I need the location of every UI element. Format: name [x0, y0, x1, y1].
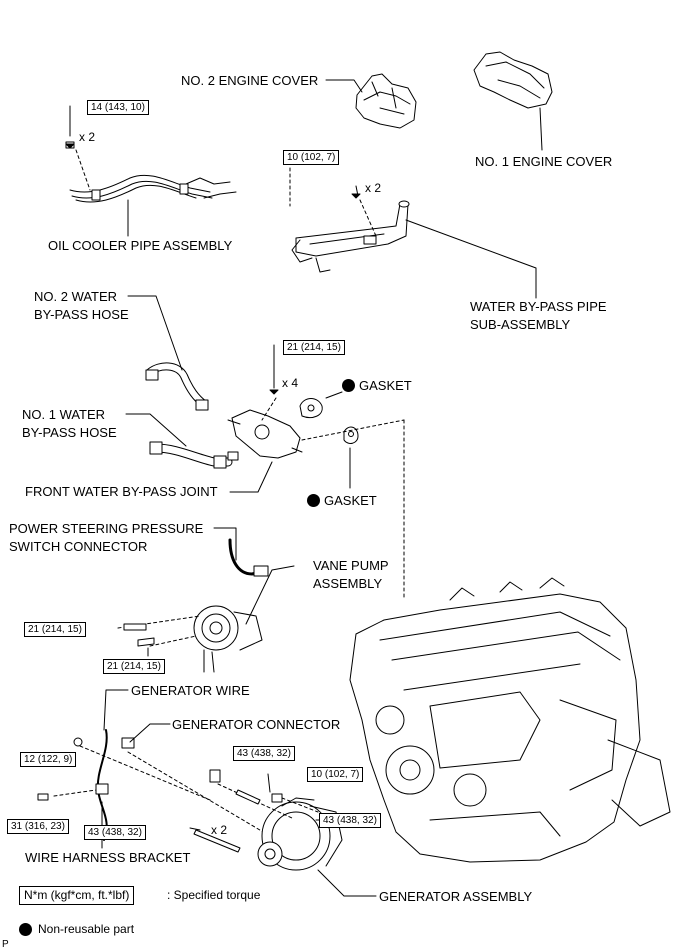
label-no1-engine-cover: NO. 1 ENGINE COVER: [475, 154, 613, 169]
legend-torque-unit: N*m (kgf*cm, ft.*lbf): [19, 886, 135, 905]
qty-bypass-pipe-bolts: x 2: [365, 181, 382, 195]
torque-pump-bolt-lower: 21 (214, 15): [103, 659, 165, 674]
oil-cooler-pipe-drawing: [69, 174, 237, 203]
label-gasket-upper: GASKET: [359, 378, 412, 393]
vane-pump-drawing: [193, 605, 263, 673]
label-no2-engine-cover: NO. 2 ENGINE COVER: [181, 73, 319, 88]
label-no2-hose-line1: NO. 2 WATER: [34, 289, 118, 304]
water-bypass-pipe-drawing: [291, 200, 410, 273]
no2-engine-cover-drawing: [355, 73, 417, 129]
torque-generator-bolt-right: 43 (438, 32): [319, 813, 381, 828]
torque-oil-cooler-bolt: 14 (143, 10): [87, 100, 149, 115]
label-no1-hose-line1: NO. 1 WATER: [22, 407, 106, 422]
torque-generator-bolt-left: 43 (438, 32): [84, 825, 146, 840]
label-vane-pump-line2: ASSEMBLY: [313, 576, 383, 591]
legend-non-reusable-icon: [19, 923, 32, 936]
label-water-bypass-pipe-line2: SUB-ASSEMBLY: [470, 317, 571, 332]
qty-oil-cooler-bolts: x 2: [79, 130, 96, 144]
torque-wire-nut: 12 (122, 9): [20, 752, 77, 767]
legend-torque-desc: : Specified torque: [167, 888, 261, 902]
generator-assembly-drawing: [257, 797, 343, 871]
label-ps-switch-line1: POWER STEERING PRESSURE: [9, 521, 204, 536]
label-ps-switch-line2: SWITCH CONNECTOR: [9, 539, 148, 554]
engine-block-drawing: [349, 577, 671, 863]
torque-pump-bolt-upper: 21 (214, 15): [24, 622, 86, 637]
torque-joint-nut: 21 (214, 15): [283, 340, 345, 355]
corner-mark: P: [2, 939, 9, 950]
no2-water-bypass-hose-drawing: [145, 362, 209, 411]
torque-generator-stud: 10 (102, 7): [307, 767, 364, 782]
label-oil-cooler-pipe: OIL COOLER PIPE ASSEMBLY: [48, 238, 233, 253]
label-water-bypass-pipe-line1: WATER BY-PASS PIPE: [470, 299, 607, 314]
qty-joint-nuts: x 4: [282, 376, 299, 390]
label-generator-wire: GENERATOR WIRE: [131, 683, 250, 698]
label-generator-assembly: GENERATOR ASSEMBLY: [379, 889, 533, 904]
label-no1-hose-line2: BY-PASS HOSE: [22, 425, 117, 440]
non-reusable-icon: [307, 494, 320, 507]
non-reusable-icon: [342, 379, 355, 392]
legend-non-reusable-text: Non-reusable part: [38, 922, 135, 936]
torque-bracket-bolt: 31 (316, 23): [7, 819, 69, 834]
label-front-water-bypass-joint: FRONT WATER BY-PASS JOINT: [25, 484, 218, 499]
front-water-bypass-joint-drawing: [227, 409, 303, 461]
label-no2-hose-line2: BY-PASS HOSE: [34, 307, 129, 322]
label-wire-harness-bracket: WIRE HARNESS BRACKET: [25, 850, 191, 865]
no1-water-bypass-hose-drawing: [149, 441, 233, 469]
no1-engine-cover-drawing: [473, 51, 553, 109]
torque-generator-nut-top: 43 (438, 32): [233, 746, 295, 761]
label-vane-pump-line1: VANE PUMP: [313, 558, 389, 573]
label-gasket-lower: GASKET: [324, 493, 377, 508]
torque-bypass-pipe-bolt: 10 (102, 7): [283, 150, 340, 165]
qty-generator-bolts: x 2: [211, 823, 228, 837]
label-generator-connector: GENERATOR CONNECTOR: [172, 717, 341, 732]
